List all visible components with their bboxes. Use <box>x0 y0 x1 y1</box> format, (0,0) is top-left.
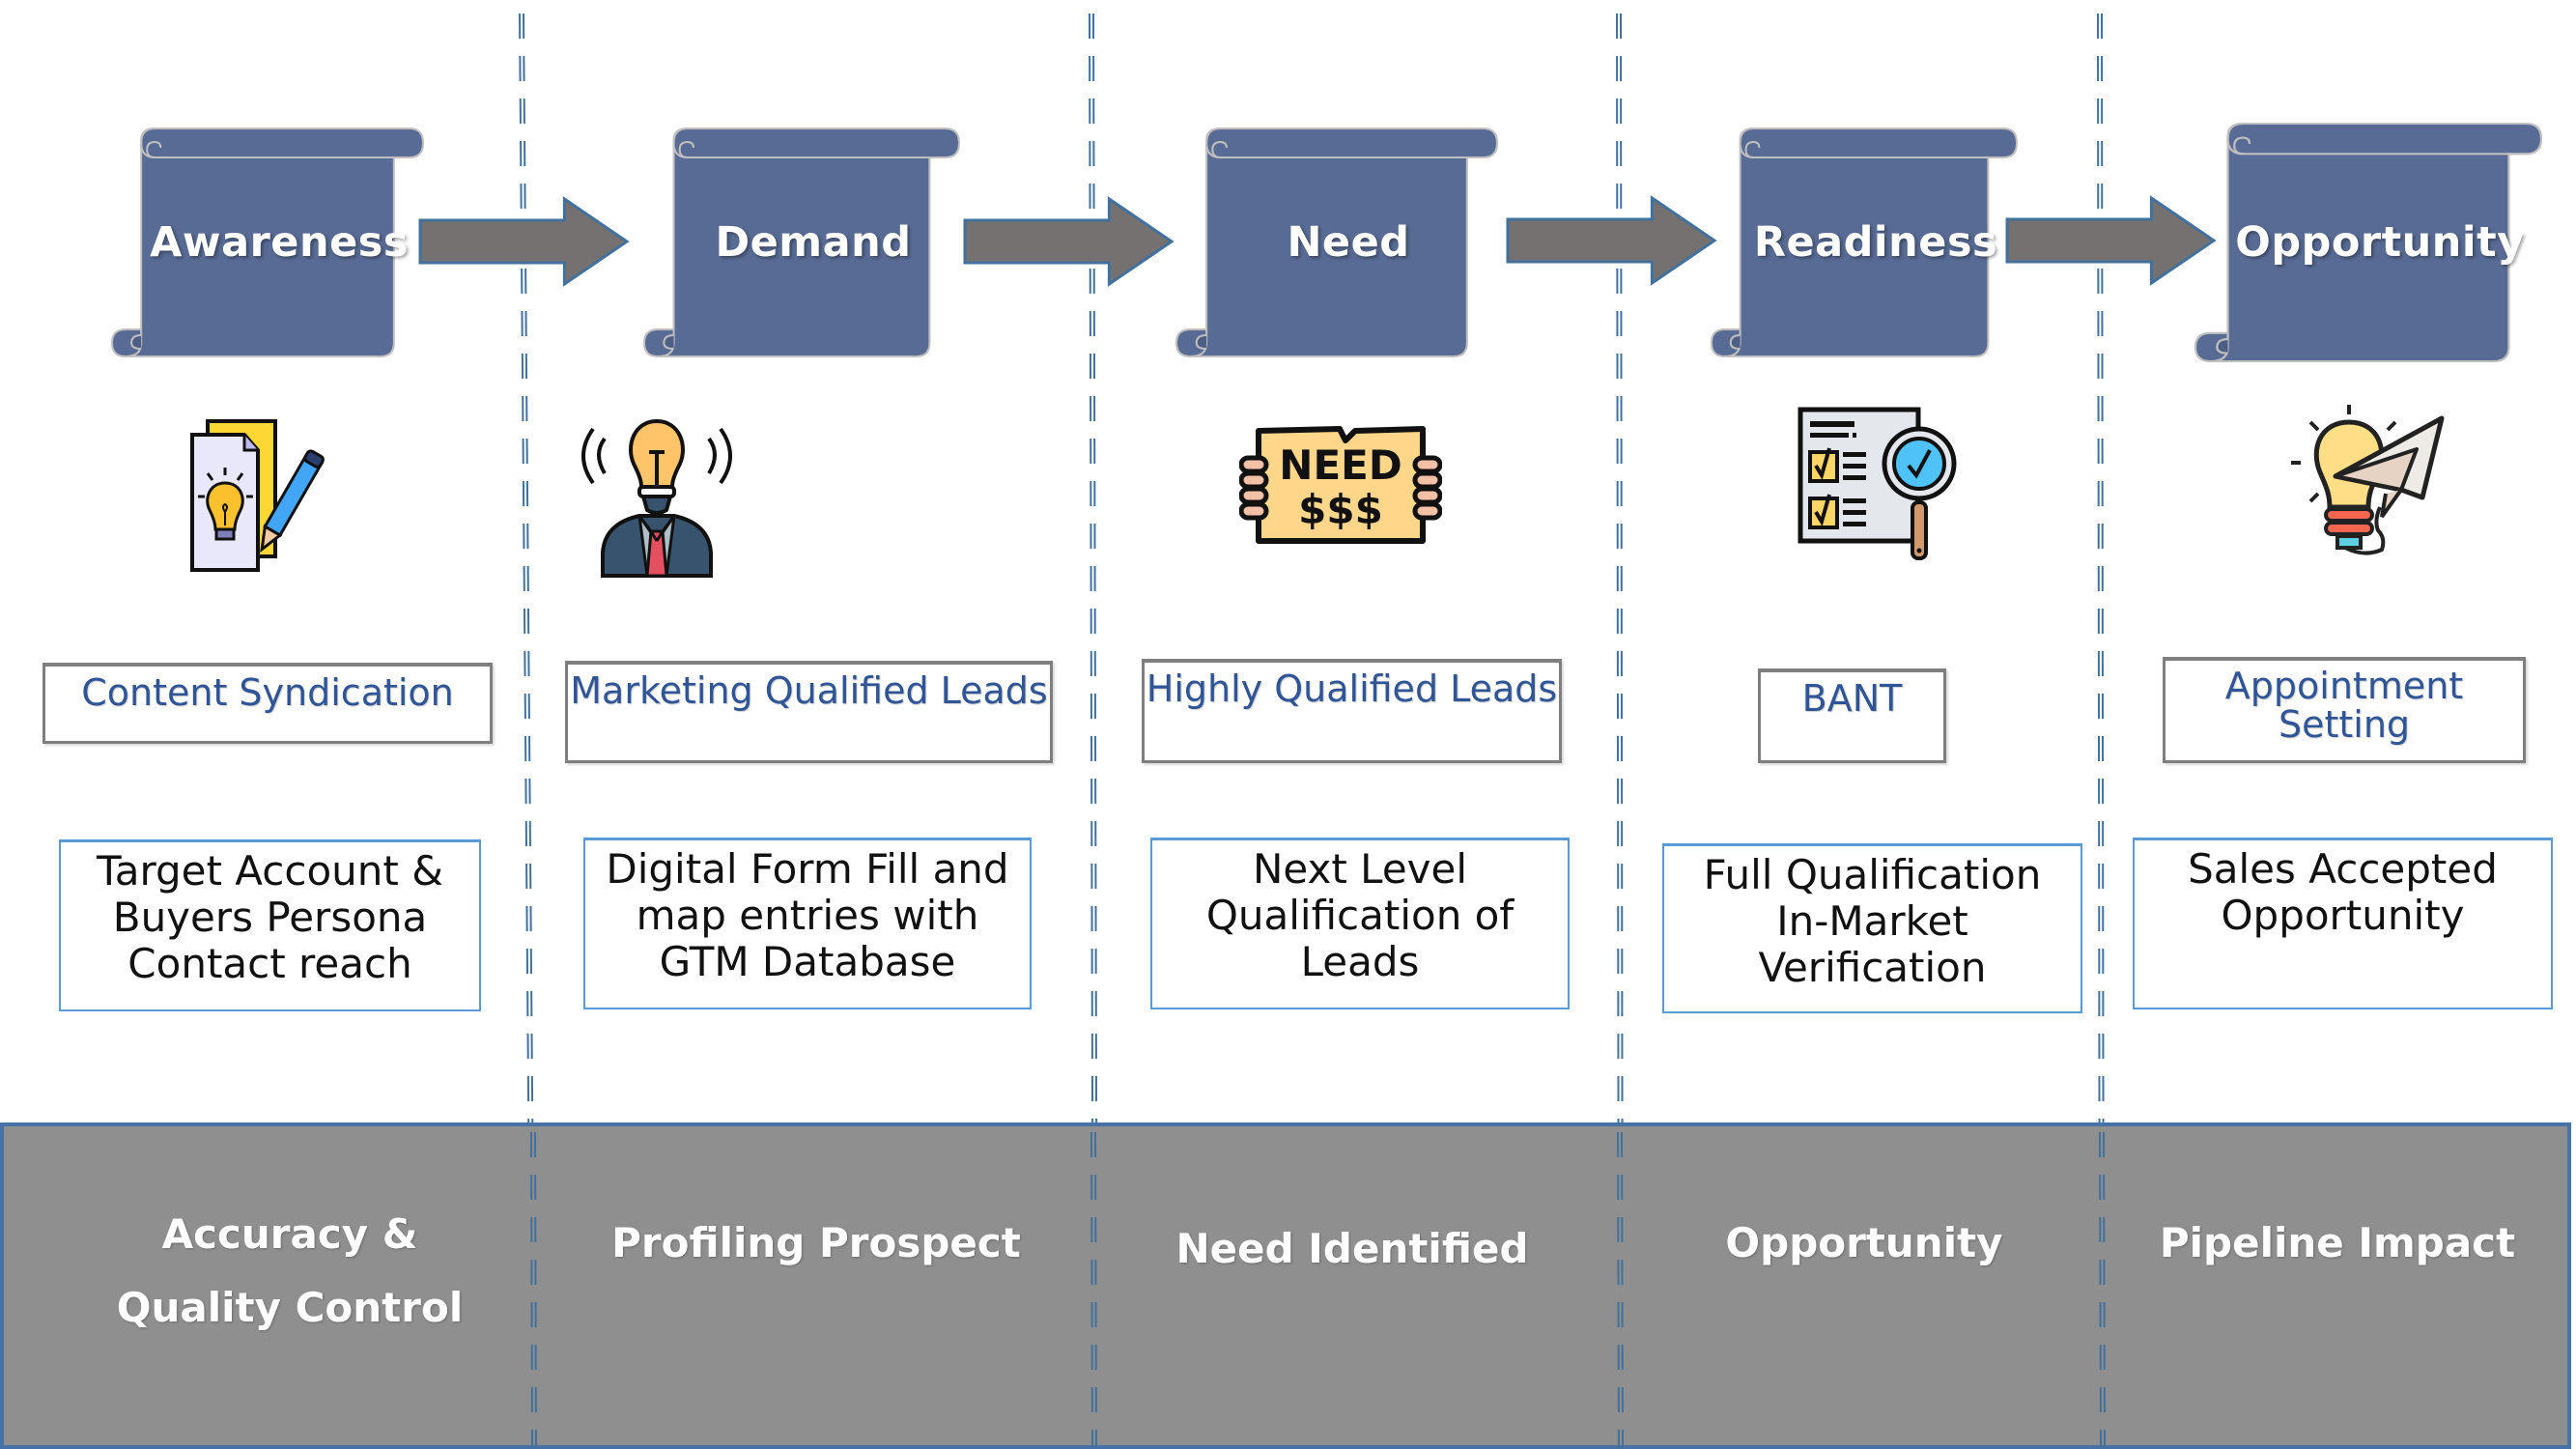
stage-description-awareness: Target Account & Buyers Persona Contact … <box>59 839 481 1011</box>
description-line: Verification <box>1758 944 1987 991</box>
stage-label-text: Marketing Qualified Leads <box>570 669 1048 712</box>
flow-arrow-2 <box>963 196 1175 287</box>
stage-label-highly-qualified-leads: Highly Qualified Leads <box>1142 659 1562 763</box>
stage-label-text: Content Syndication <box>81 671 454 714</box>
flow-arrow-4 <box>2005 195 2217 286</box>
outcome-line: Quality Control <box>116 1284 464 1331</box>
description-line: Contact reach <box>127 940 412 987</box>
outcome-band <box>0 1122 2571 1449</box>
outcome-opportunity: Opportunity <box>1632 1219 2096 1267</box>
flow-arrow-3 <box>1506 195 1717 286</box>
description-line: map entries with <box>636 892 979 939</box>
stage-label-text: Highly Qualified Leads <box>1146 668 1558 710</box>
band-separator-1 <box>528 1126 540 1449</box>
stage-label-text: BANT <box>1801 677 1903 720</box>
stage-title: Awareness <box>150 218 409 267</box>
band-separator-4 <box>2097 1126 2109 1449</box>
stage-scroll-demand: Demand <box>642 128 961 357</box>
document-lightbulb-pencil-icon <box>188 417 333 574</box>
description-line: GTM Database <box>659 938 956 985</box>
outcome-line: Pipeline Impact <box>2159 1219 2516 1266</box>
outcome-line: Profiling Prospect <box>611 1219 1021 1266</box>
band-separator-3 <box>1615 1126 1627 1449</box>
description-line: Digital Form Fill and <box>606 845 1009 893</box>
outcome-accuracy-quality-control: Accuracy & Quality Control <box>58 1198 522 1345</box>
stage-scroll-opportunity: Opportunity <box>2194 122 2543 363</box>
stage-description-opportunity: Sales Accepted Opportunity <box>2133 838 2553 1009</box>
checklist-magnifier-icon <box>1797 406 1961 565</box>
outcome-profiling-prospect: Profiling Prospect <box>565 1219 1067 1267</box>
description-line: Next Level <box>1252 845 1468 893</box>
stage-label-text-line: Appointment <box>2224 665 2464 707</box>
stage-scroll-awareness: Awareness <box>110 128 425 357</box>
description-line: Leads <box>1300 938 1420 985</box>
outcome-line: Need Identified <box>1175 1225 1529 1272</box>
lightbulb-paper-plane-icon <box>2287 401 2451 567</box>
description-line: Opportunity <box>2221 892 2465 939</box>
stage-description-need: Next Level Qualification of Leads <box>1150 838 1570 1009</box>
need-sign-text-line1: NEED <box>1279 441 1401 489</box>
description-line: In-Market <box>1776 897 1968 945</box>
stage-label-content-syndication: Content Syndication <box>42 663 493 744</box>
stage-title: Demand <box>715 218 912 267</box>
description-line: Qualification of <box>1205 892 1514 939</box>
stage-label-marketing-qualified-leads: Marketing Qualified Leads <box>565 661 1053 763</box>
outcome-need-identified: Need Identified <box>1120 1225 1584 1273</box>
stage-label-appointment-setting: Appointment Setting <box>2163 657 2526 763</box>
need-sign-text-line2: $$$ <box>1298 486 1383 533</box>
outcome-line: Opportunity <box>1725 1219 2003 1266</box>
stage-label-bant: BANT <box>1758 668 1946 763</box>
stage-description-readiness: Full Qualification In-Market Verificatio… <box>1662 843 2082 1013</box>
band-separator-2 <box>1089 1126 1100 1449</box>
stage-description-demand: Digital Form Fill and map entries with G… <box>583 838 1032 1009</box>
stage-scroll-need: Need <box>1175 128 1499 357</box>
need-money-sign-icon: NEED $$$ <box>1239 425 1442 546</box>
outcome-pipeline-impact: Pipeline Impact <box>2106 1219 2569 1267</box>
outcome-line: Accuracy & <box>161 1210 418 1258</box>
stage-label-text-line: Setting <box>2278 703 2411 746</box>
description-line: Buyers Persona <box>112 894 428 941</box>
flow-arrow-1 <box>418 196 630 287</box>
stage-title: Need <box>1287 218 1410 267</box>
businessman-lightbulb-head-icon <box>529 417 782 580</box>
description-line: Target Account & <box>97 847 443 895</box>
stage-title: Readiness <box>1753 218 1998 267</box>
description-line: Sales Accepted <box>2188 845 2498 893</box>
stage-title: Opportunity <box>2235 218 2525 267</box>
stage-scroll-readiness: Readiness <box>1711 128 2018 357</box>
description-line: Full Qualification <box>1703 851 2042 898</box>
